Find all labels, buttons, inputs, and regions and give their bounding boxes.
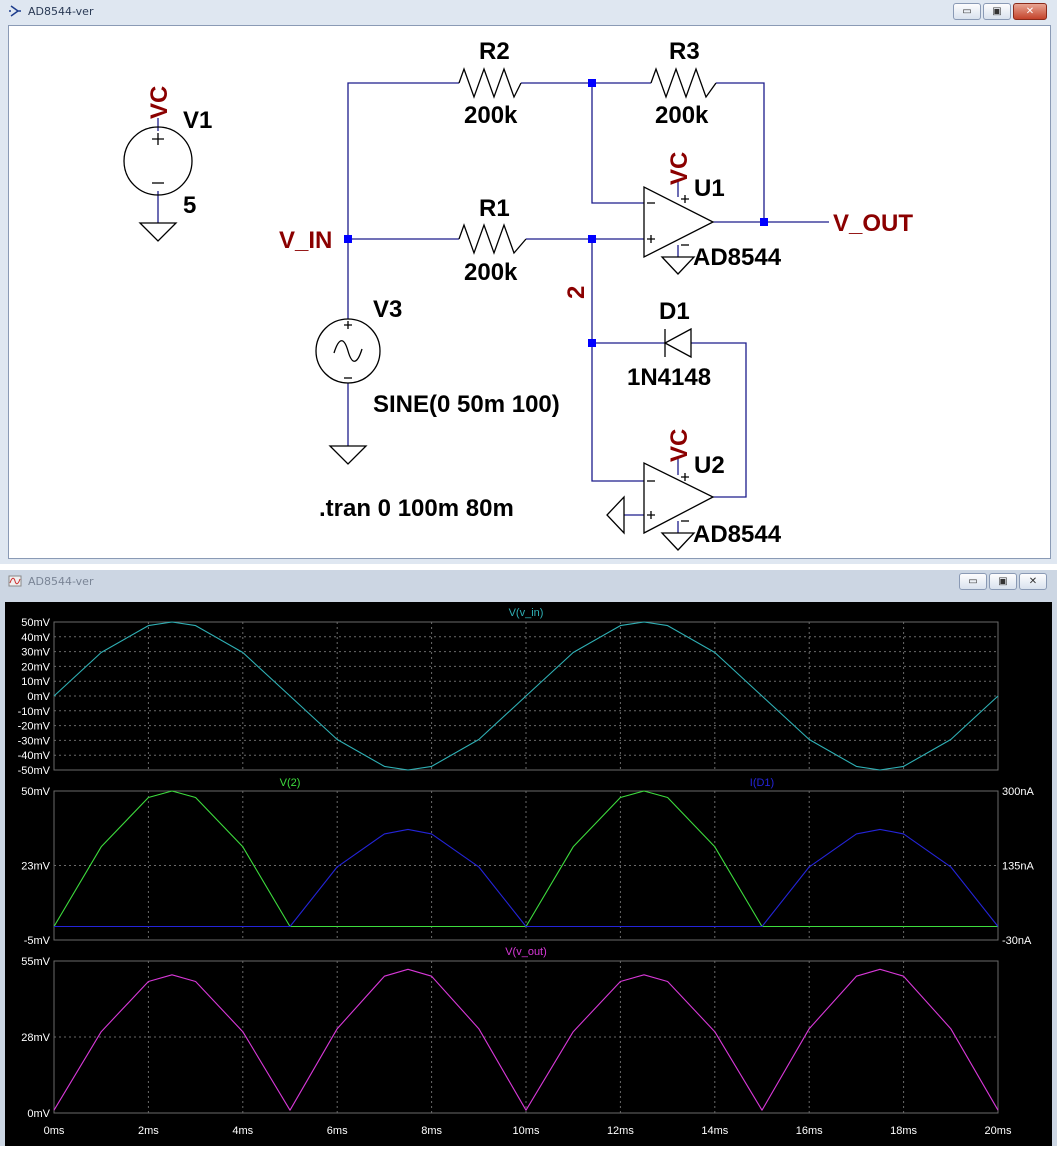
v1-name: V1 (183, 107, 212, 134)
waveform-window: AD8544-ver ▭ ▣ ✕ 50mV 40mV 30mV 20mV 10mV 0mV… (0, 570, 1057, 1146)
v3-name: V3 (373, 296, 402, 323)
u2-model: AD8544 (693, 521, 782, 548)
x-tick-label: 16ms (796, 1125, 823, 1137)
net-label-vc-v1[interactable]: VC (146, 86, 173, 119)
junction-v-out (760, 218, 768, 226)
r3-name: R3 (669, 38, 700, 65)
r2-name: R2 (479, 38, 510, 65)
r1-value: 200k (464, 259, 518, 286)
trace-label[interactable]: V(v_in) (509, 607, 544, 619)
y-tick-label: -30mV (18, 735, 51, 747)
v1-value: 5 (183, 192, 196, 219)
maximize-button[interactable]: ▣ (989, 573, 1017, 590)
r2-value: 200k (464, 102, 518, 129)
net-label-vc-u1[interactable]: VC (666, 152, 693, 185)
minimize-button[interactable]: ▭ (959, 573, 987, 590)
close-button[interactable]: ✕ (1013, 3, 1047, 20)
schematic-window: AD8544-ver ▭ ▣ ✕ (0, 0, 1057, 564)
trace-vvin[interactable] (53, 621, 999, 771)
ltspice-schematic-icon (9, 5, 21, 17)
r3-value: 200k (655, 102, 709, 129)
schematic-canvas[interactable]: R2 200k R3 200k R1 200k V1 5 V3 SINE(0 5… (8, 25, 1051, 559)
y-tick-label: 0mV (27, 691, 50, 703)
net-label-v-out[interactable]: V_OUT (833, 210, 913, 237)
r1-name: R1 (479, 195, 510, 222)
u2-name: U2 (694, 452, 725, 479)
x-tick-label: 0ms (44, 1125, 65, 1137)
trace-label[interactable]: I(D1) (750, 777, 774, 789)
close-button[interactable]: ✕ (1019, 573, 1047, 590)
d1-model: 1N4148 (627, 364, 711, 391)
x-tick-label: 14ms (701, 1125, 728, 1137)
waveform-window-title: AD8544-ver (28, 575, 94, 588)
y-tick-label: 30mV (21, 647, 50, 659)
y-tick-label: -50mV (18, 765, 51, 777)
ground-u2-input-icon (606, 495, 625, 535)
trace-label[interactable]: V(2) (280, 777, 301, 789)
d1-name: D1 (659, 298, 690, 325)
x-tick-label: 20ms (985, 1125, 1012, 1137)
waveform-plot: 50mV 40mV 30mV 20mV 10mV 0mV -10mV -20mV -30mV -4… (18, 607, 1035, 1137)
x-tick-label: 18ms (890, 1125, 917, 1137)
x-tick-label: 10ms (513, 1125, 540, 1137)
trace-label[interactable]: V(v_out) (505, 946, 547, 958)
v3-value: SINE(0 50m 100) (373, 391, 560, 418)
schematic-window-title: AD8544-ver (28, 5, 94, 18)
opamp-u1-symbol[interactable] (643, 185, 715, 259)
y-tick-label: 40mV (21, 632, 50, 644)
y-tick-label: 55mV (21, 956, 50, 968)
net-label-node2[interactable]: 2 (563, 286, 590, 299)
y-tick-label: -40mV (18, 750, 51, 762)
resistor-r2-symbol[interactable] (458, 67, 522, 99)
y-tick-label: -10mV (18, 706, 51, 718)
u1-model: AD8544 (693, 244, 782, 271)
waveform-viewer-icon (8, 575, 22, 587)
junction-v-in (344, 235, 352, 243)
y-tick-label: 20mV (21, 661, 50, 673)
diode-d1-symbol[interactable] (663, 327, 692, 359)
resistor-r3-symbol[interactable] (650, 67, 717, 99)
voltage-source-v3-symbol[interactable] (315, 318, 381, 384)
ground-u2-icon (660, 532, 696, 551)
trace-id1[interactable] (54, 828, 999, 928)
trace-vvout[interactable] (53, 968, 999, 1111)
ground-v3-icon (328, 445, 368, 465)
y-tick-label: -5mV (24, 935, 51, 947)
spice-directive[interactable]: .tran 0 100m 80m (319, 495, 514, 522)
y2-tick-label: 135nA (1002, 861, 1034, 873)
ground-v1-icon (138, 222, 178, 242)
waveform-canvas[interactable]: 50mV 40mV 30mV 20mV 10mV 0mV -10mV -20mV -30mV -4… (5, 602, 1052, 1146)
y-tick-label: -20mV (18, 721, 51, 733)
y-tick-label: 0mV (27, 1108, 50, 1120)
y-tick-label: 23mV (21, 861, 50, 873)
y-tick-label: 28mV (21, 1032, 50, 1044)
y2-tick-label: 300nA (1002, 786, 1034, 798)
maximize-button[interactable]: ▣ (983, 3, 1011, 20)
y-tick-label: 50mV (21, 786, 50, 798)
waveform-titlebar[interactable]: AD8544-ver ▭ ▣ ✕ (0, 570, 1057, 594)
x-tick-label: 12ms (607, 1125, 634, 1137)
net-label-v-in[interactable]: V_IN (279, 227, 332, 254)
schematic-titlebar[interactable]: AD8544-ver ▭ ▣ ✕ (0, 0, 1057, 24)
ground-u1-icon (660, 256, 696, 275)
x-tick-label: 6ms (327, 1125, 348, 1137)
schematic-drawing: R2 200k R3 200k R1 200k V1 5 V3 SINE(0 5… (123, 38, 913, 551)
junction-node2-d1 (588, 339, 596, 347)
y2-tick-label: -30nA (1002, 935, 1032, 947)
voltage-source-v1-symbol[interactable] (123, 126, 193, 196)
u1-name: U1 (694, 175, 725, 202)
minimize-button[interactable]: ▭ (953, 3, 981, 20)
resistor-r1-symbol[interactable] (458, 223, 527, 255)
y-tick-label: 10mV (21, 676, 50, 688)
x-tick-label: 4ms (232, 1125, 253, 1137)
x-tick-label: 8ms (421, 1125, 442, 1137)
y-tick-label: 50mV (21, 617, 50, 629)
junction-r2-r3 (588, 79, 596, 87)
wires (157, 82, 829, 533)
net-label-vc-u2[interactable]: VC (666, 429, 693, 462)
x-tick-label: 2ms (138, 1125, 159, 1137)
junction-r1-node (588, 235, 596, 243)
opamp-u2-symbol[interactable] (643, 461, 715, 535)
